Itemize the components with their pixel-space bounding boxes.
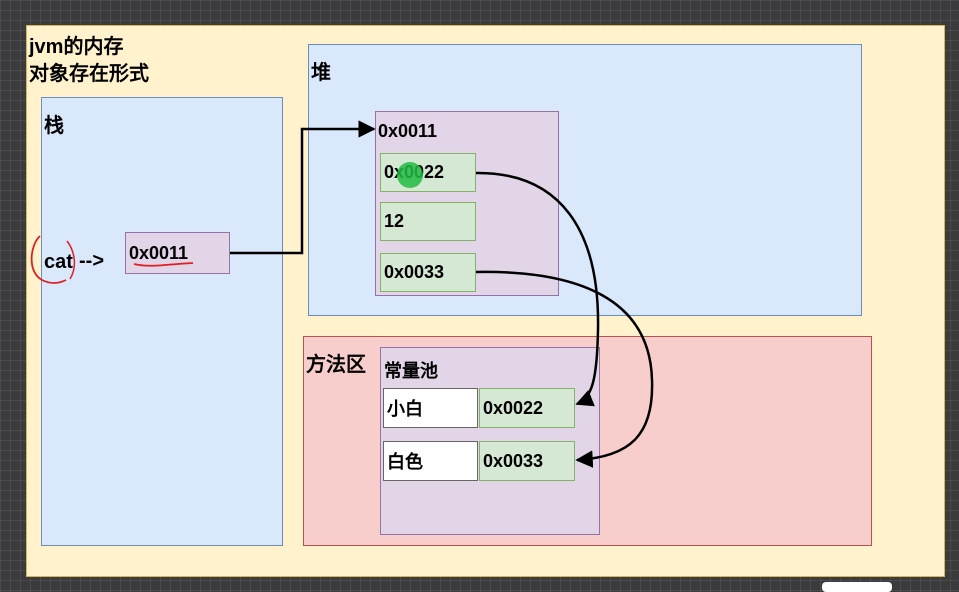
- heap-field-3: 0x0033: [380, 253, 476, 292]
- heap-field-1: 0x0022: [380, 153, 476, 192]
- stack-var-arrow: -->: [79, 250, 104, 272]
- stack-ref-cell: 0x0011: [125, 232, 230, 274]
- pool-entry-2-address-cell: 0x0033: [479, 441, 575, 481]
- pool-entry-1-address-cell: 0x0022: [479, 388, 575, 428]
- method-area-label: 方法区: [306, 354, 366, 376]
- pool-entry-1-address: 0x0022: [483, 397, 544, 418]
- diagram-title: jvm的内存对象存在形式: [29, 34, 149, 88]
- pool-entry-2-address: 0x0033: [483, 450, 544, 471]
- constant-pool-label: 常量池: [384, 361, 438, 381]
- stack-ref-value: 0x0011: [129, 242, 189, 263]
- heap-field-2: 12: [380, 202, 476, 241]
- title-line-2: 对象存在形式: [29, 63, 149, 85]
- heap-field-3-value: 0x0033: [384, 262, 445, 282]
- pool-entry-2-text: 白色: [387, 452, 423, 472]
- heap-object-address: 0x0011: [378, 121, 438, 141]
- stack-var-name: cat: [44, 251, 73, 273]
- heap-field-2-value: 12: [384, 211, 405, 231]
- cursor-highlight-dot: [397, 162, 423, 188]
- pool-entry-1-text: 小白: [387, 399, 423, 419]
- pool-entry-1-text-cell: 小白: [383, 388, 478, 428]
- pool-entry-2-text-cell: 白色: [383, 441, 478, 481]
- title-line-1: jvm的内存: [29, 36, 124, 58]
- stack-label: 栈: [44, 115, 64, 137]
- heap-label: 堆: [311, 62, 331, 84]
- stack-region: [41, 97, 283, 546]
- corner-chip: [822, 582, 892, 592]
